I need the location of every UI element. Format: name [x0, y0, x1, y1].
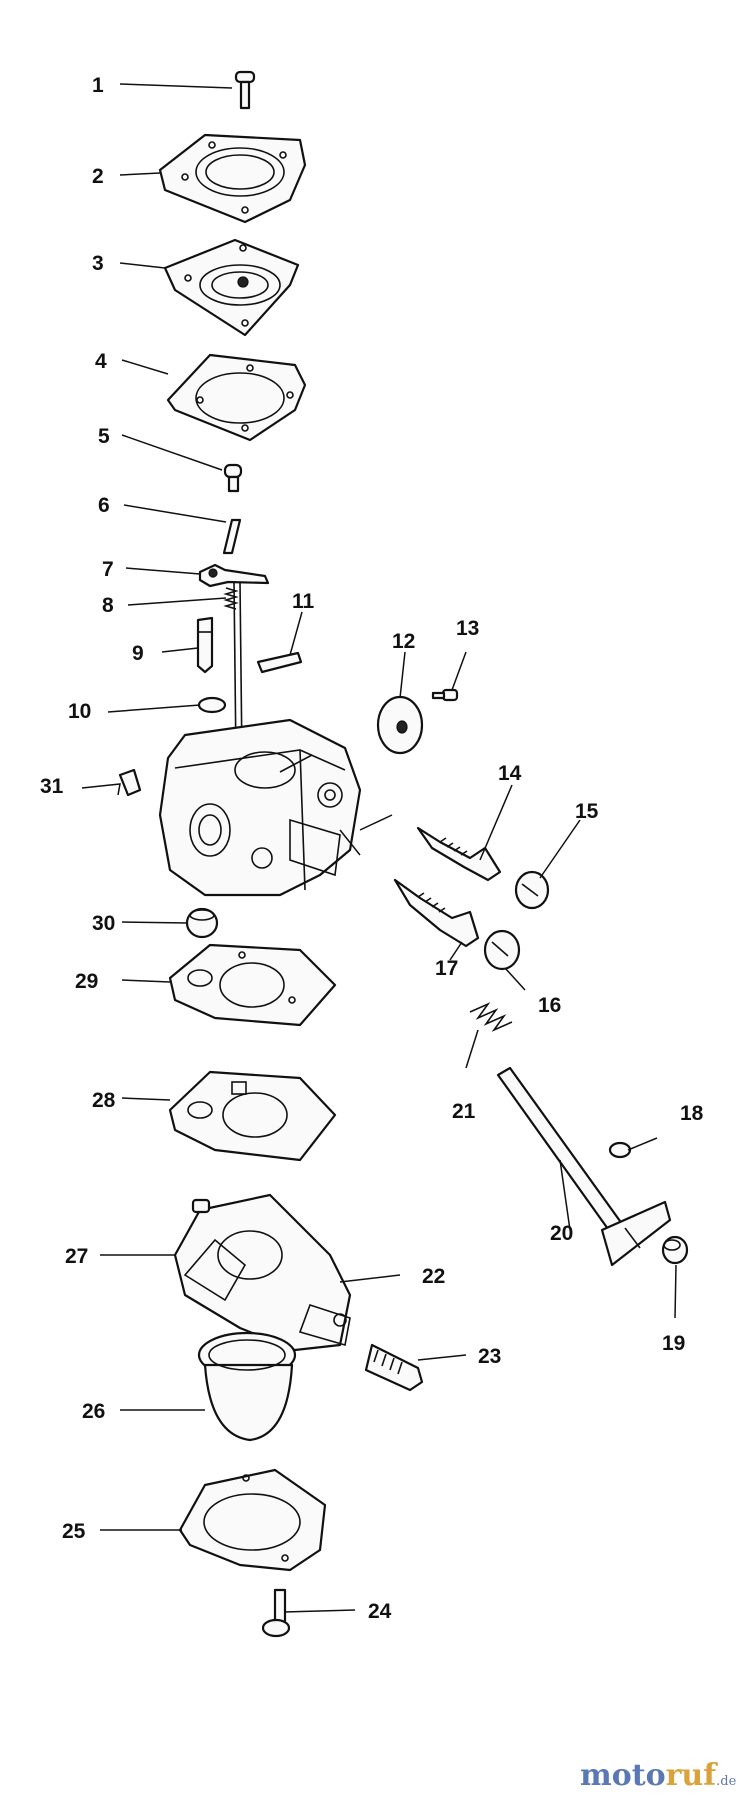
part-screw-5 — [223, 463, 243, 493]
label-part-16: 16 — [538, 994, 561, 1017]
part-cap-16 — [483, 929, 521, 971]
label-part-4: 4 — [95, 350, 107, 373]
label-part-19: 19 — [662, 1332, 685, 1355]
label-part-7: 7 — [102, 558, 114, 581]
part-primer-bulb — [197, 1331, 297, 1442]
part-disc-12 — [376, 695, 424, 755]
part-cap-30 — [185, 907, 219, 939]
part-cap-15 — [514, 870, 550, 910]
label-part-17: 17 — [435, 957, 458, 980]
part-screw-13 — [431, 688, 459, 702]
label-part-24: 24 — [368, 1600, 392, 1623]
label-part-5: 5 — [98, 425, 110, 448]
label-part-12: 12 — [392, 630, 415, 653]
part-screw-24 — [261, 1588, 291, 1638]
label-part-15: 15 — [575, 800, 599, 823]
label-part-2: 2 — [92, 165, 104, 188]
part-gasket-29 — [168, 943, 337, 1027]
part-spring-21 — [469, 1002, 513, 1032]
part-nut-19 — [661, 1235, 689, 1265]
label-part-8: 8 — [102, 594, 114, 617]
label-part-14: 14 — [498, 762, 522, 785]
label-part-31: 31 — [40, 775, 64, 798]
label-part-11: 11 — [292, 590, 315, 613]
label-part-20: 20 — [550, 1222, 573, 1245]
label-part-6: 6 — [98, 494, 110, 517]
part-clip-10 — [197, 696, 227, 714]
part-screw-18 — [608, 1141, 632, 1159]
label-part-23: 23 — [478, 1345, 501, 1368]
part-screw-1 — [234, 70, 256, 110]
part-diaphragm-28 — [168, 1070, 337, 1162]
part-screw-23 — [364, 1343, 424, 1392]
label-part-30: 30 — [92, 912, 115, 935]
part-metering-lever — [198, 563, 270, 588]
label-part-1: 1 — [92, 74, 104, 97]
part-pump-diaphragm — [163, 238, 300, 337]
label-part-28: 28 — [92, 1089, 116, 1112]
part-cap-31 — [118, 768, 142, 797]
label-part-10: 10 — [68, 700, 91, 723]
label-part-21: 21 — [452, 1100, 476, 1123]
label-part-27: 27 — [65, 1245, 88, 1268]
part-needle-valve-9 — [196, 616, 214, 674]
label-part-9: 9 — [132, 642, 144, 665]
part-labels: 1 2 3 4 5 6 7 8 9 10 11 12 13 14 15 16 1… — [40, 74, 704, 1623]
part-pump-cover — [158, 133, 307, 224]
part-pin-11 — [256, 651, 303, 674]
part-carburetor-body — [158, 718, 362, 897]
label-part-29: 29 — [75, 970, 98, 993]
label-part-22: 22 — [422, 1265, 445, 1288]
part-pin-6 — [222, 518, 242, 555]
watermark-text-moto: moto — [580, 1758, 666, 1793]
label-part-13: 13 — [456, 617, 479, 640]
part-adjusting-needle-14 — [416, 826, 502, 882]
part-metering-cover — [173, 1193, 352, 1352]
label-part-25: 25 — [62, 1520, 86, 1543]
watermark-text-domain: .de — [716, 1774, 736, 1789]
part-gasket-4 — [166, 353, 307, 442]
part-gasket-25 — [178, 1468, 327, 1572]
watermark-text-ruf: ruf — [666, 1758, 719, 1793]
part-throttle-shaft — [496, 1066, 672, 1267]
label-part-18: 18 — [680, 1102, 704, 1125]
leader-lines — [81, 83, 677, 1613]
motoruf-watermark-logo: motoruf.de — [580, 1758, 737, 1793]
label-part-3: 3 — [92, 252, 104, 275]
svg-text:motoruf.de: motoruf.de — [580, 1758, 737, 1793]
label-part-26: 26 — [82, 1400, 105, 1423]
part-adjusting-needle-17 — [393, 878, 480, 948]
